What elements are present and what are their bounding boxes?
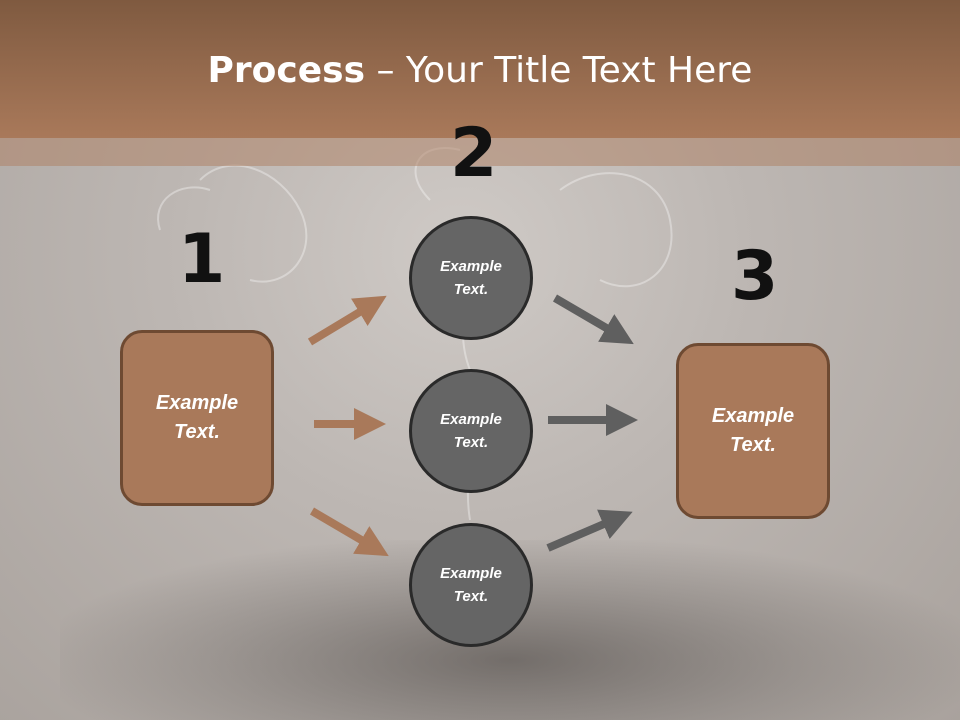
step-2-circle-middle-text: Example Text. (440, 411, 502, 451)
arrow-1-to-2-bottom (309, 507, 389, 557)
title-bold: Process (207, 50, 366, 91)
title-bar (0, 0, 960, 138)
arrow-2-to-3-bottom (546, 509, 633, 552)
step-2-circle-top: Example Text. (409, 216, 533, 340)
step-3-number: 3 (731, 237, 779, 316)
step-1-number: 1 (178, 220, 226, 299)
step-2-circle-middle: Example Text. (409, 369, 533, 493)
step-2-circle-bottom: Example Text. (409, 523, 533, 647)
slide-title: Process – Your Title Text Here (0, 50, 960, 91)
step-3-text: Example Text. (711, 405, 795, 456)
step-2-circle-top-text: Example Text. (440, 258, 502, 298)
title-band (0, 138, 960, 166)
step-1-box: Example Text. (120, 330, 274, 506)
step-2-number: 2 (450, 114, 498, 193)
step-2-circle-bottom-text: Example Text. (440, 565, 502, 605)
step-1-text: Example Text. (155, 392, 239, 443)
title-rest: – Your Title Text Here (365, 50, 753, 91)
step-3-box: Example Text. (676, 343, 830, 519)
arrow-2-to-3-top (552, 294, 634, 345)
arrow-1-to-2-top (307, 295, 387, 346)
